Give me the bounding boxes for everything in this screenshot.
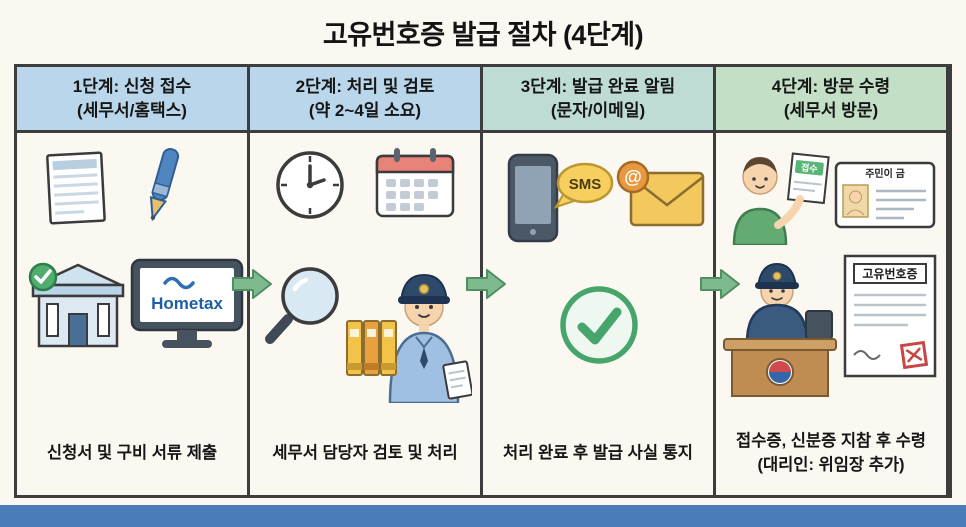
certificate-title-label: 고유번호증 <box>862 266 917 281</box>
step-3-caption-line1: 처리 완료 후 발급 사실 통지 <box>503 444 693 463</box>
step-2-header: 2단계: 처리 및 검토 (약 2~4일 소요) <box>250 67 480 133</box>
step-4-header-line2: (세무서 방문) <box>783 100 879 120</box>
step-4-header-line1: 4단계: 방문 수령 <box>771 76 891 96</box>
magnifier-icon <box>265 267 339 344</box>
step-1-header: 1단계: 신청 접수 (세무서/홈택스) <box>17 67 247 133</box>
file-binders-icon <box>346 320 397 376</box>
receipt-stamp-label: 접수 <box>801 161 819 174</box>
id-card-title-label: 주민이 금 <box>865 167 905 180</box>
step-3-column: 3단계: 발급 완료 알림 (문자/이메일) SMS @ <box>483 67 716 495</box>
step-3-header-line1: 3단계: 발급 완료 알림 <box>520 76 676 96</box>
steps-table: 1단계: 신청 접수 (세무서/홈택스) <box>14 64 952 498</box>
step-1-caption-line1: 신청서 및 구비 서류 제출 <box>46 444 218 463</box>
step-2-illustration <box>250 133 480 413</box>
phone-sms-icon: SMS <box>507 153 614 243</box>
step-3-header: 3단계: 발급 완료 알림 (문자/이메일) <box>483 67 713 133</box>
step-3-caption: 처리 완료 후 발급 사실 통지 <box>483 413 713 495</box>
calendar-icon <box>375 148 455 218</box>
arrow-step3-to-step4 <box>699 267 741 301</box>
step-4-header: 4단계: 방문 수령 (세무서 방문) <box>716 67 946 133</box>
application-form-icon <box>46 151 106 225</box>
step-4-illustration: 접수 주민이 금 <box>716 133 946 413</box>
step-4-caption-line1: 접수증, 신분증 지참 후 수령 <box>736 432 926 451</box>
page-title: 고유번호증 발급 절차 (4단계) <box>322 20 644 50</box>
step-1-column: 1단계: 신청 접수 (세무서/홈택스) <box>17 67 250 495</box>
step-2-column: 2단계: 처리 및 검토 (약 2~4일 소요) <box>250 67 483 495</box>
step-4-caption: 접수증, 신분증 지참 후 수령 (대리인: 위임장 추가) <box>716 413 946 495</box>
step-3-illustration: SMS @ <box>483 133 713 413</box>
step-4-column: 4단계: 방문 수령 (세무서 방문) 접수 <box>716 67 949 495</box>
officer-at-desk-icon <box>723 262 837 397</box>
step-2-caption-line1: 세무서 담당자 검토 및 처리 <box>272 444 458 463</box>
pen-icon <box>149 148 180 222</box>
id-card-icon: 주민이 금 <box>834 161 936 229</box>
visitor-with-receipt-icon: 접수 <box>732 152 830 245</box>
step-2-caption: 세무서 담당자 검토 및 처리 <box>250 413 480 495</box>
hometax-label: Hometax <box>151 294 223 313</box>
hometax-monitor-icon: Hometax <box>130 258 244 348</box>
step-1-illustration: Hometax <box>17 133 247 413</box>
step-4-caption-line2: (대리인: 위임장 추가) <box>757 456 905 474</box>
bottom-blue-bar <box>0 505 966 527</box>
at-symbol-label: @ <box>624 167 642 187</box>
tax-office-building-icon <box>28 262 125 348</box>
clock-icon <box>276 151 344 219</box>
email-envelope-icon: @ <box>616 160 705 227</box>
step-1-header-line2: (세무서/홈택스) <box>77 100 187 120</box>
certificate-document-icon: 고유번호증 <box>843 254 937 378</box>
arrow-step1-to-step2 <box>231 267 273 301</box>
step-2-header-line2: (약 2~4일 소요) <box>308 100 422 120</box>
step-3-header-line2: (문자/이메일) <box>550 100 646 120</box>
sms-label: SMS <box>569 176 602 193</box>
step-1-header-line1: 1단계: 신청 접수 <box>72 76 192 96</box>
arrow-step2-to-step3 <box>465 267 507 301</box>
step-1-caption: 신청서 및 구비 서류 제출 <box>17 413 247 495</box>
step-2-header-line1: 2단계: 처리 및 검토 <box>295 76 435 96</box>
check-circle-icon <box>560 286 638 364</box>
